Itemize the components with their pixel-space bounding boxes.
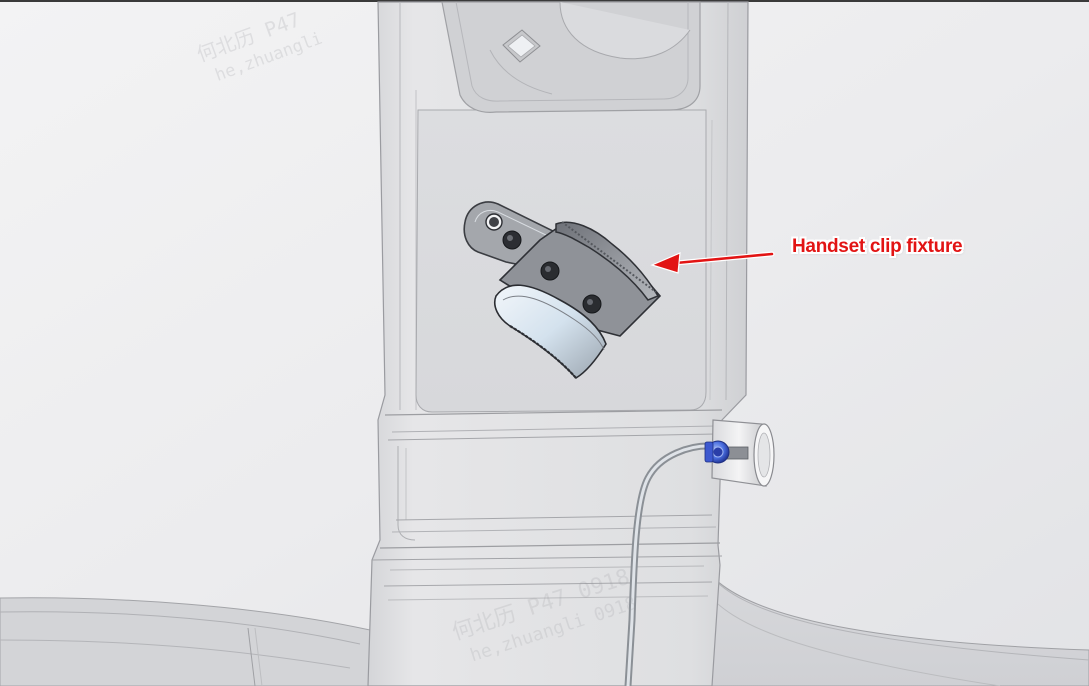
- cable-port: [711, 419, 775, 487]
- cable-assembly: [624, 419, 775, 686]
- top-border: [0, 0, 1089, 2]
- clip-screw-holes: [485, 213, 602, 314]
- top-cradle: [441, 1, 701, 113]
- callout-arrow: [650, 251, 775, 274]
- blue-connector: [704, 440, 730, 464]
- handset-clip-fixture: [463, 201, 662, 380]
- cradle-button: [502, 29, 541, 63]
- callout-label: Handset clip fixture: [792, 236, 963, 257]
- lower-tray: [0, 597, 391, 686]
